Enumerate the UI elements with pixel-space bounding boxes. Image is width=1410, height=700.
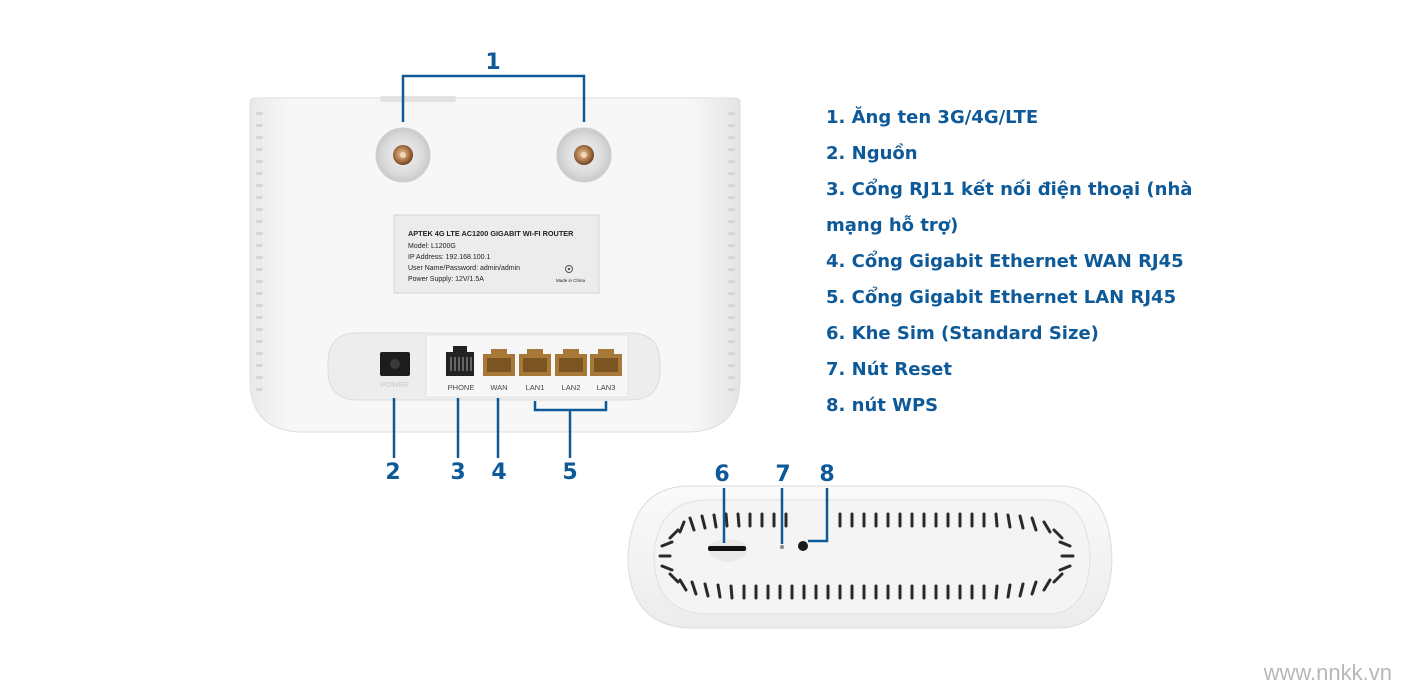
phone-port xyxy=(446,346,474,376)
port-label-lan2: LAN2 xyxy=(561,383,581,392)
antenna-connector-right xyxy=(556,127,612,183)
lan1-port xyxy=(519,349,551,376)
wan-port xyxy=(483,349,515,376)
sticker-model: Model: L1200G xyxy=(408,243,456,250)
wps-button xyxy=(798,541,808,551)
legend-item-1: 1. Ăng ten 3G/4G/LTE xyxy=(826,107,1039,128)
sticker-credentials: User Name/Password: admin/admin xyxy=(408,265,521,272)
callout-8: 8 xyxy=(819,462,835,487)
port-label-power: POWER xyxy=(380,380,410,389)
reset-pinhole xyxy=(780,545,784,549)
legend-item-6: 6. Khe Sim (Standard Size) xyxy=(826,323,1099,344)
callout-lines-back xyxy=(392,74,608,458)
callout-1: 1 xyxy=(485,50,501,75)
sim-slot xyxy=(708,546,746,551)
legend-item-5: 5. Cổng Gigabit Ethernet LAN RJ45 xyxy=(826,287,1177,308)
legend-item-3-continued: mạng hỗ trợ) xyxy=(826,215,959,236)
legend-item-2: 2. Nguồn xyxy=(826,143,918,164)
bottom-vents xyxy=(658,512,1075,600)
legend-list: 1. Ăng ten 3G/4G/LTE 2. Nguồn 3. Cổng RJ… xyxy=(826,100,1246,424)
sticker-title: APTEK 4G LTE AC1200 GIGABIT WI-FI ROUTER xyxy=(408,229,574,238)
callout-3: 3 xyxy=(450,460,466,485)
port-label-wan: WAN xyxy=(490,383,508,392)
port-label-lan1: LAN1 xyxy=(525,383,545,392)
lan3-port xyxy=(590,349,622,376)
callout-6: 6 xyxy=(714,462,730,487)
callout-7: 7 xyxy=(775,462,791,487)
port-label-lan3: LAN3 xyxy=(596,383,616,392)
watermark: www.nnkk.vn xyxy=(1263,660,1392,685)
router-bottom-view xyxy=(627,485,1113,629)
sticker-ip: IP Address: 192.168.100.1 xyxy=(408,254,491,261)
router-back-view xyxy=(249,96,741,433)
lan2-port xyxy=(555,349,587,376)
legend-item-3: 3. Cổng RJ11 kết nối điện thoại (nhà xyxy=(826,179,1193,200)
legend-item-4: 4. Cổng Gigabit Ethernet WAN RJ45 xyxy=(826,251,1184,272)
legend-item-8: 8. nút WPS xyxy=(826,395,939,416)
product-sticker xyxy=(393,214,600,294)
sticker-made-in: Made in China xyxy=(556,278,586,283)
legend-item-7: 7. Nút Reset xyxy=(826,359,952,380)
port-label-phone: PHONE xyxy=(447,383,475,392)
sticker-power: Power Supply: 12V/1.5A xyxy=(408,276,484,283)
antenna-connector-left xyxy=(375,127,431,183)
top-notch xyxy=(380,96,456,102)
callout-2: 2 xyxy=(385,460,401,485)
callout-4: 4 xyxy=(491,460,507,485)
callout-lines-bottom xyxy=(722,488,829,544)
callout-5: 5 xyxy=(562,460,578,485)
